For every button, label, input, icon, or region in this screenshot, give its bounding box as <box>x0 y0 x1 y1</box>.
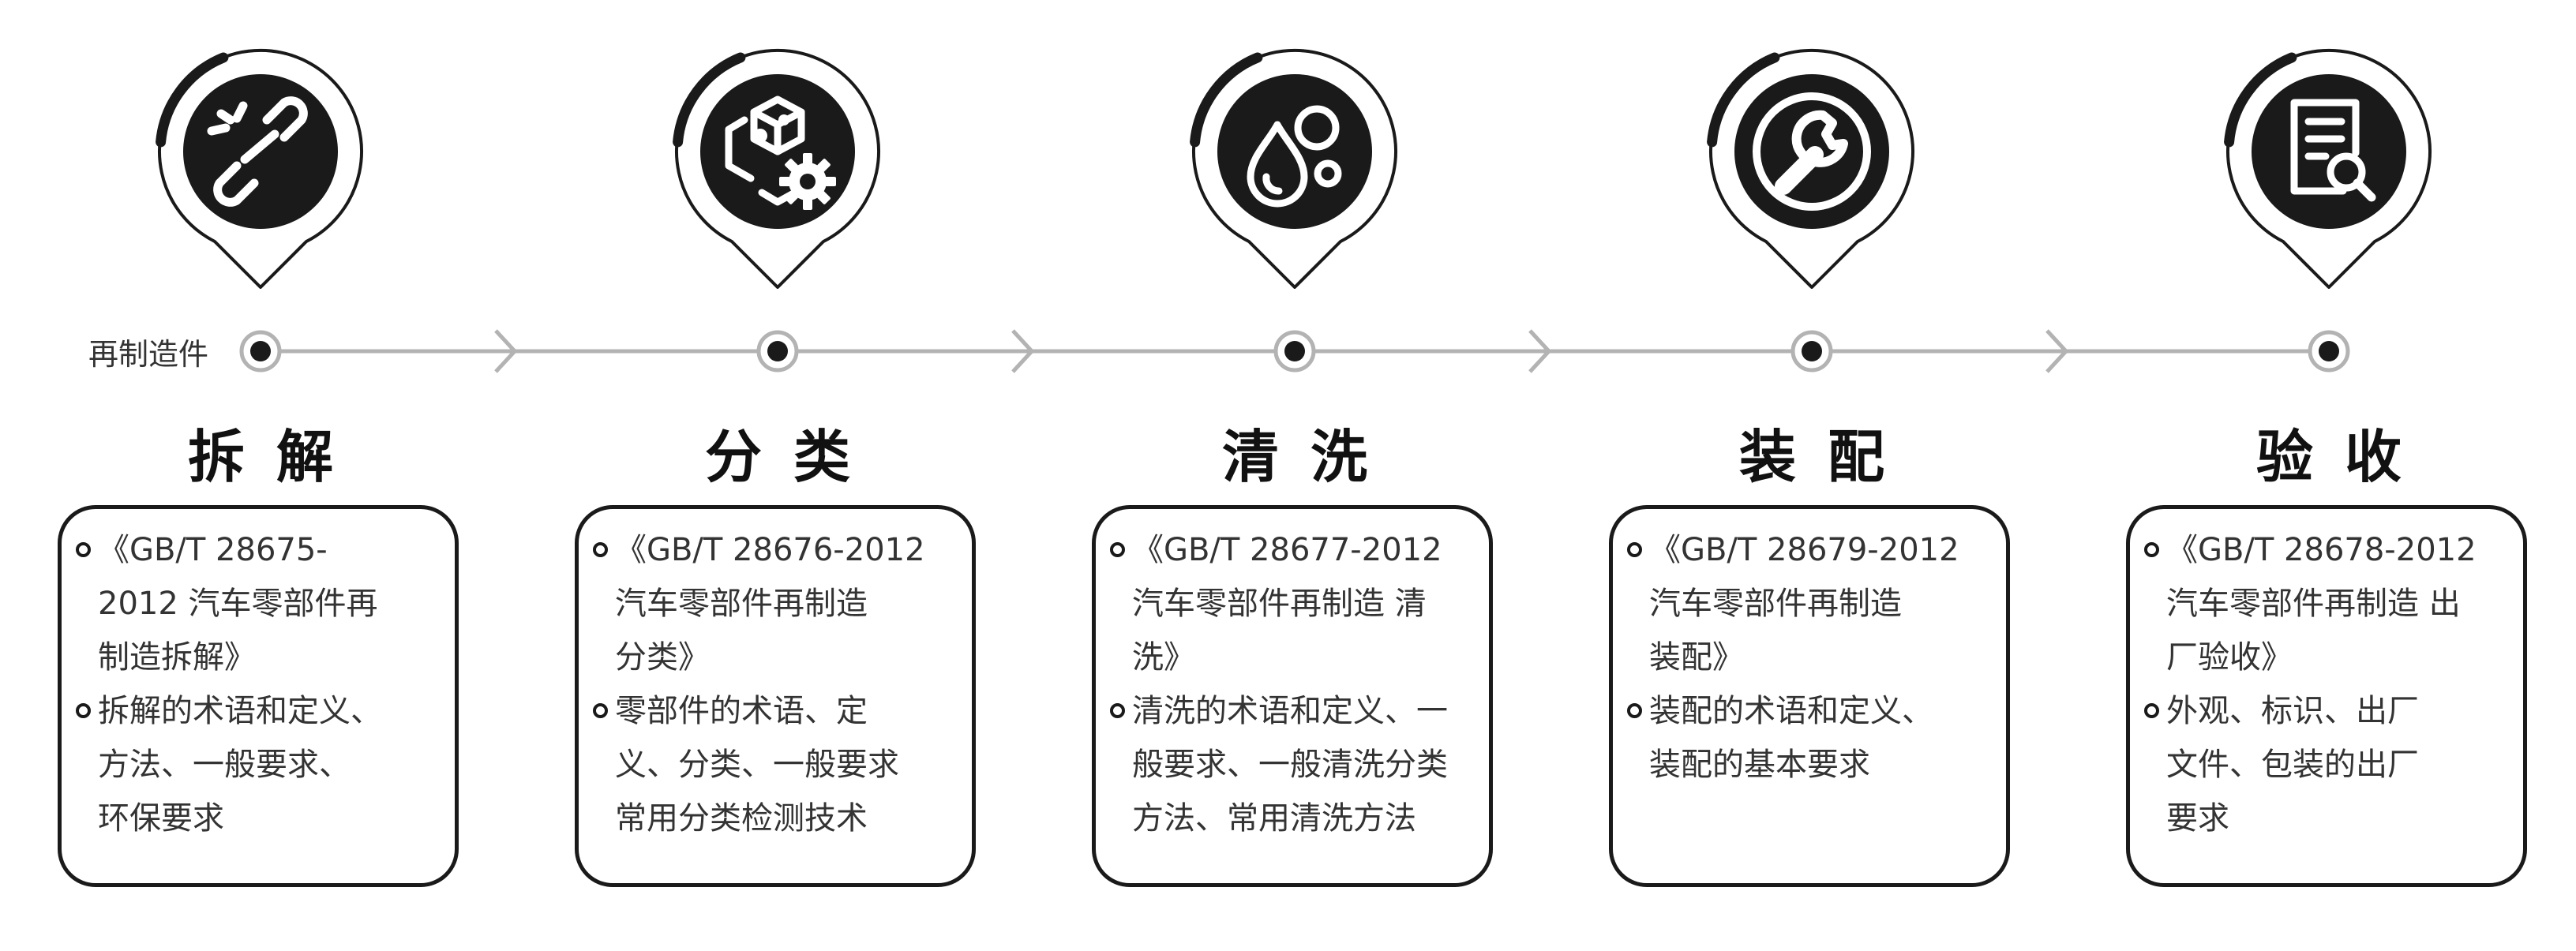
card-line: 常用分类检测技术 <box>615 800 868 837</box>
step-card: 《GB/T 28678-2012 汽车零部件再制造 出厂验收》外观、标识、出厂文件… <box>2126 505 2527 887</box>
bullet-icon <box>76 703 91 718</box>
card-line: 《GB/T 28676-2012 <box>615 532 925 568</box>
pin-5 <box>2224 48 2432 289</box>
pin-accent-arc <box>673 52 746 148</box>
card-item: 《GB/T 28677-2012 汽车零部件再制造 清洗》 <box>1110 523 1475 684</box>
timeline-arrow <box>1528 329 1552 373</box>
step-card: 《GB/T 28677-2012 汽车零部件再制造 清洗》清洗的术语和定义、一般要… <box>1092 505 1493 887</box>
card-line: 《GB/T 28677-2012 <box>1132 532 1442 568</box>
card-line: 装配的基本要求 <box>1649 747 1870 783</box>
card-list: 《GB/T 28676-2012 汽车零部件再制造分类》零部件的术语、定义、分类、… <box>579 509 972 845</box>
bullet-icon <box>2144 703 2159 718</box>
card-line: 文件、包装的出厂 <box>2166 747 2419 783</box>
pin-accent-arc <box>2224 52 2297 148</box>
step-card: 《GB/T 28676-2012 汽车零部件再制造分类》零部件的术语、定义、分类、… <box>575 505 976 887</box>
bullet-icon <box>1627 703 1642 718</box>
card-line: 分类》 <box>615 639 710 676</box>
bullet-icon <box>76 542 91 557</box>
pin-accent-arc <box>1707 52 1780 148</box>
timeline-node <box>1790 330 1833 373</box>
card-line: 零部件的术语、定 <box>615 693 868 729</box>
timeline-node <box>239 330 282 373</box>
step-title: 清洗 <box>1221 424 1399 490</box>
card-line: 洗》 <box>1132 639 1195 676</box>
card-item: 《GB/T 28676-2012 汽车零部件再制造分类》 <box>593 523 958 684</box>
pin-3 <box>1190 48 1397 289</box>
bullet-icon <box>1110 703 1125 718</box>
step-title: 验收 <box>2255 424 2433 490</box>
timeline-node <box>2308 330 2350 373</box>
card-item: 《GB/T 28679-2012 汽车零部件再制造装配》 <box>1627 523 1992 684</box>
card-line: 环保要求 <box>98 800 224 837</box>
card-line: 义、分类、一般要求 <box>615 747 899 783</box>
card-line: 汽车零部件再制造 <box>1649 586 1902 622</box>
broken-link-icon <box>207 96 308 207</box>
card-line: 《GB/T 28678-2012 <box>2166 532 2477 568</box>
card-line: 汽车零部件再制造 <box>615 586 868 622</box>
card-line: 要求 <box>2166 800 2229 837</box>
document-search-icon <box>2290 99 2376 202</box>
card-item: 《GB/T 28675- 2012 汽车零部件再制造拆解》 <box>76 523 441 684</box>
water-drop-bubbles-icon <box>1247 105 1342 208</box>
timeline-node <box>756 330 799 373</box>
card-line: 汽车零部件再制造 出 <box>2166 586 2461 622</box>
card-item: 清洗的术语和定义、一般要求、一般清洗分类方法、常用清洗方法 <box>1110 684 1475 845</box>
card-line: 厂验收》 <box>2166 639 2293 676</box>
card-line: 《GB/T 28679-2012 <box>1649 532 1959 568</box>
card-line: 制造拆解》 <box>98 639 256 676</box>
wrench-circle-icon <box>1753 92 1871 211</box>
timeline <box>239 329 2350 373</box>
card-list: 《GB/T 28678-2012 汽车零部件再制造 出厂验收》外观、标识、出厂文件… <box>2130 509 2523 845</box>
pin-4 <box>1707 48 1914 289</box>
pin-accent-arc <box>1190 52 1263 148</box>
bullet-icon <box>2144 542 2159 557</box>
card-list: 《GB/T 28677-2012 汽车零部件再制造 清洗》清洗的术语和定义、一般要… <box>1096 509 1489 845</box>
timeline-node <box>1273 330 1316 373</box>
card-line: 2012 汽车零部件再 <box>98 586 378 622</box>
card-item: 拆解的术语和定义、方法、一般要求、环保要求 <box>76 684 441 845</box>
timeline-arrow <box>494 329 518 373</box>
step-card: 《GB/T 28679-2012 汽车零部件再制造装配》装配的术语和定义、装配的基… <box>1609 505 2010 887</box>
card-line: 般要求、一般清洗分类 <box>1132 747 1448 783</box>
step-title: 装配 <box>1738 424 1916 490</box>
card-item: 零部件的术语、定义、分类、一般要求常用分类检测技术 <box>593 684 958 845</box>
bullet-icon <box>593 703 608 718</box>
timeline-arrow <box>2045 329 2069 373</box>
card-line: 拆解的术语和定义、 <box>98 693 382 729</box>
card-line: 装配的术语和定义、 <box>1649 693 1933 729</box>
cubes-gear-icon <box>725 95 836 210</box>
bullet-icon <box>593 542 608 557</box>
start-label: 再制造件 <box>88 337 209 372</box>
pin-accent-arc <box>156 52 229 148</box>
step-title: 分类 <box>704 424 882 490</box>
pin-1 <box>156 48 363 289</box>
pin-2 <box>673 48 880 289</box>
step-card: 《GB/T 28675- 2012 汽车零部件再制造拆解》拆解的术语和定义、方法、… <box>58 505 459 887</box>
timeline-arrow <box>1011 329 1035 373</box>
card-line: 方法、常用清洗方法 <box>1132 800 1416 837</box>
card-item: 装配的术语和定义、装配的基本要求 <box>1627 684 1992 792</box>
card-item: 《GB/T 28678-2012 汽车零部件再制造 出厂验收》 <box>2144 523 2509 684</box>
pin-disk <box>2252 74 2406 229</box>
card-item: 外观、标识、出厂文件、包装的出厂要求 <box>2144 684 2509 845</box>
icon-pins <box>156 48 2432 289</box>
card-line: 装配》 <box>1649 639 1744 676</box>
card-line: 《GB/T 28675- <box>98 532 328 568</box>
bullet-icon <box>1627 542 1642 557</box>
card-list: 《GB/T 28679-2012 汽车零部件再制造装配》装配的术语和定义、装配的基… <box>1613 509 2006 792</box>
step-title: 拆解 <box>187 424 365 490</box>
bullet-icon <box>1110 542 1125 557</box>
card-line: 外观、标识、出厂 <box>2166 693 2419 729</box>
card-line: 汽车零部件再制造 清 <box>1132 586 1427 622</box>
card-list: 《GB/T 28675- 2012 汽车零部件再制造拆解》拆解的术语和定义、方法、… <box>62 509 455 845</box>
card-line: 清洗的术语和定义、一 <box>1132 693 1448 729</box>
card-line: 方法、一般要求、 <box>98 747 351 783</box>
